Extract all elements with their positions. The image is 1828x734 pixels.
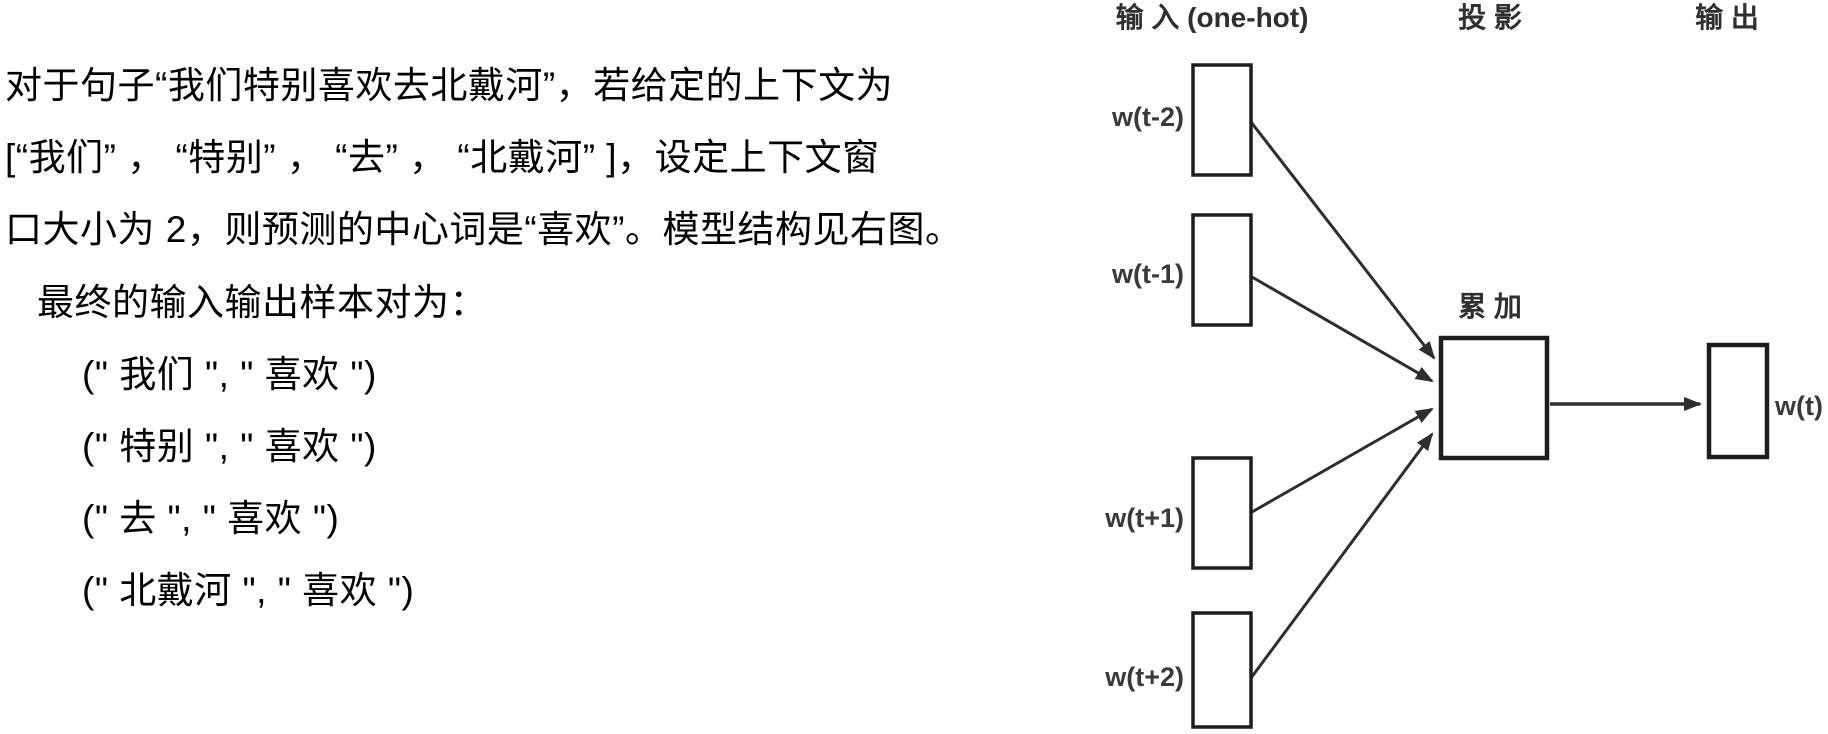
input-box-wt+2 — [1191, 611, 1253, 729]
projection-sum-label: 累 加 — [1458, 291, 1522, 322]
arrow-wt+2-to-projection — [1249, 432, 1434, 679]
label-wt+2: w(t+2) — [1104, 662, 1184, 692]
output-column-header: 输 出 — [1695, 1, 1759, 33]
label-wt: w(t) — [1774, 391, 1823, 421]
paragraph-line-1: 对于句子“我们特别喜欢去北戴河”，若给定的上下文为 — [5, 65, 894, 106]
output-box — [1706, 342, 1770, 460]
sample-pair-4: (" 北戴河 ", " 喜欢 ") — [82, 570, 415, 611]
input-box-wt-1 — [1191, 213, 1253, 327]
label-wt-2: w(t-2) — [1111, 102, 1184, 132]
input-box-wt+1 — [1191, 456, 1253, 570]
projection-box — [1438, 335, 1550, 461]
paragraph-line-4: 最终的输入输出样本对为： — [37, 282, 487, 323]
label-wt-1: w(t-1) — [1111, 259, 1184, 289]
paragraph-line-2: [“我们” ， “特别” ， “去” ， “北戴河” ]，设定上下文窗 — [5, 137, 880, 178]
paragraph-line-3: 口大小为 2，则预测的中心词是“喜欢”。模型结构见右图。 — [5, 209, 963, 250]
description-text-block: 对于句子“我们特别喜欢去北戴河”，若给定的上下文为 [“我们” ， “特别” ，… — [5, 65, 963, 611]
arrow-wt-1-to-projection — [1251, 275, 1434, 383]
input-box-wt-2 — [1191, 63, 1253, 177]
input-column-header: 输 入 (one-hot) — [1116, 1, 1309, 33]
sample-pair-2: (" 特别 ", " 喜欢 ") — [82, 426, 377, 467]
projection-column-header: 投 影 — [1458, 2, 1522, 33]
sample-pair-1: (" 我们 ", " 喜欢 ") — [82, 354, 377, 395]
arrow-wt-2-to-projection — [1249, 121, 1436, 360]
label-wt+1: w(t+1) — [1104, 503, 1184, 533]
sample-pair-3: (" 去 ", " 喜欢 ") — [82, 498, 340, 539]
arrow-wt+1-to-projection — [1251, 407, 1434, 514]
